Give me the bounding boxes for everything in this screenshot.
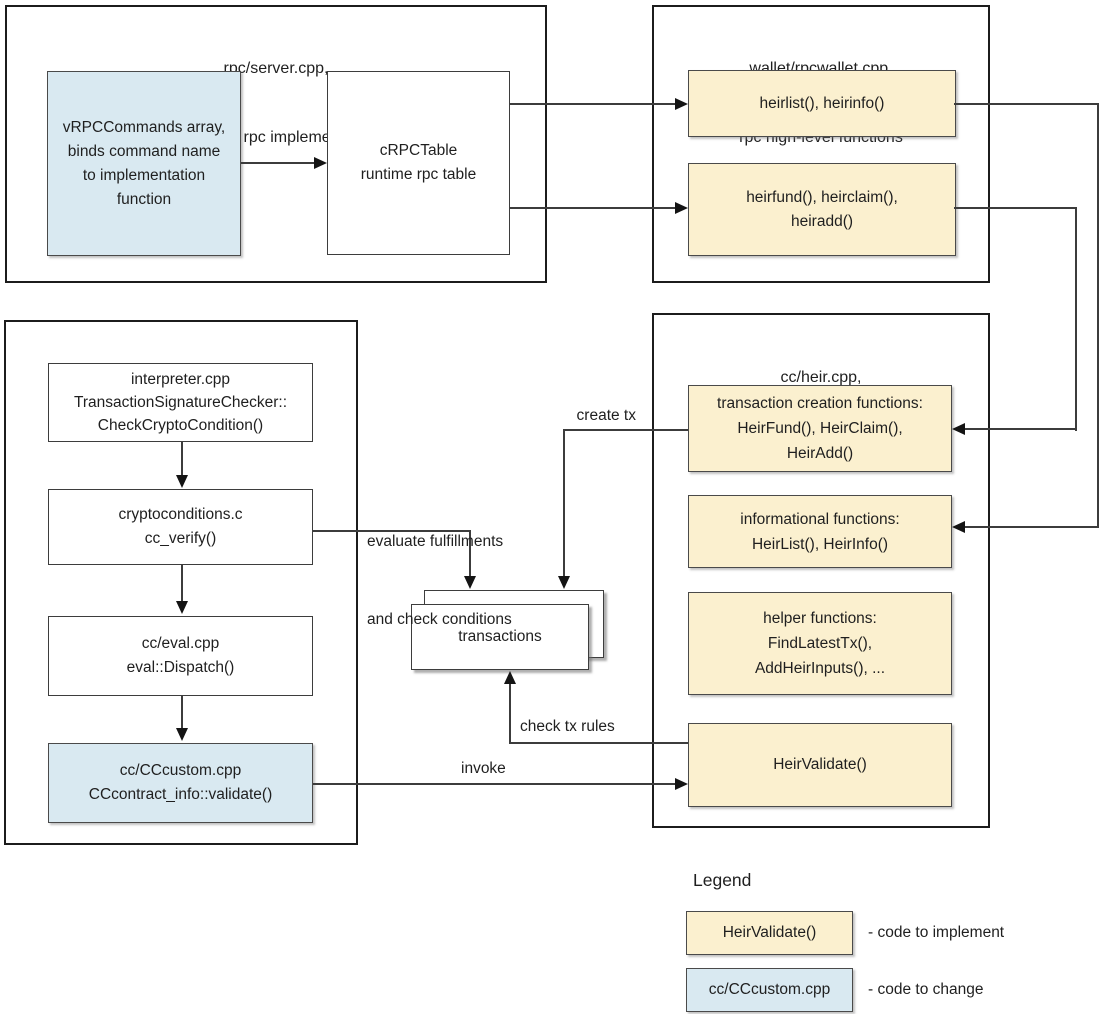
title-line: rpc/server.cpp, xyxy=(223,60,329,77)
edge-interpreter-to-crypto xyxy=(181,442,183,476)
tx-creation-functions-box: transaction creation functions: HeirFund… xyxy=(688,385,952,472)
box-text-line: eval::Dispatch() xyxy=(126,659,235,676)
edge-into-creation xyxy=(965,428,1076,430)
title-line: cc/heir.cpp, xyxy=(780,369,862,386)
evaluate-label: evaluate fulfillments and check conditio… xyxy=(367,477,512,685)
legend-implement-label: - code to implement xyxy=(868,924,1005,941)
edge-heirfund-down xyxy=(1075,207,1077,431)
arrowhead-right xyxy=(675,202,688,214)
legend-implement-swatch: HeirValidate() xyxy=(686,911,853,955)
heirlist-rpc-box: heirlist(), heirinfo() xyxy=(688,70,956,137)
arrowhead-down xyxy=(176,728,188,741)
legend-change-swatch: cc/CCcustom.cpp xyxy=(686,968,853,1012)
edge-into-informational xyxy=(965,526,1098,528)
box-text-line: cc/eval.cpp xyxy=(141,635,220,652)
box-text-line: FindLatestTx(), xyxy=(767,635,873,652)
box-text-line: heirfund(), heirclaim(), xyxy=(746,188,898,206)
edge-create-tx-h xyxy=(564,429,688,431)
box-text-line: cRPCTable xyxy=(379,142,458,159)
edge-crpctable-to-heirlist xyxy=(509,103,675,105)
box-text-line: transactions xyxy=(458,628,542,645)
box-text-line: TransactionSignatureChecker:: xyxy=(73,394,288,411)
edge-evaluate-v xyxy=(469,530,471,577)
edge-heirfund-out xyxy=(954,207,1077,209)
box-text-line: AddHeirInputs(), ... xyxy=(754,660,886,677)
transactions-stack-front: transactions xyxy=(411,604,589,670)
box-text-line: CCcontract_info::validate() xyxy=(88,786,273,803)
edge-check-tx-h xyxy=(510,742,688,744)
arrowhead-down xyxy=(176,475,188,488)
box-text-line: runtime rpc table xyxy=(360,166,477,183)
box-text-line: function xyxy=(116,190,172,208)
arrowhead-right xyxy=(675,98,688,110)
arrowhead-left xyxy=(952,423,965,435)
arrowhead-right xyxy=(314,157,327,169)
box-text-line: HeirFund(), HeirClaim(), xyxy=(737,420,903,437)
box-text-line: cryptoconditions.c xyxy=(118,506,243,523)
edge-eval-to-cccustom xyxy=(181,696,183,729)
box-text-line: cc_verify() xyxy=(144,530,217,547)
heirfund-rpc-box: heirfund(), heirclaim(), heiradd() xyxy=(688,163,956,256)
edge-label-line: evaluate fulfillments xyxy=(367,533,504,550)
box-text-line: informational functions: xyxy=(740,510,900,528)
cc-eval-box: cc/eval.cpp eval::Dispatch() xyxy=(48,616,313,696)
edge-heirlist-down xyxy=(1097,103,1099,528)
crpctable-box: cRPCTable runtime rpc table xyxy=(327,71,510,255)
box-text-line: vRPCCommands array, xyxy=(62,118,226,136)
edge-crpctable-to-heirfund xyxy=(509,207,675,209)
edge-invoke xyxy=(313,783,675,785)
helper-functions-box: helper functions: FindLatestTx(), AddHei… xyxy=(688,592,952,695)
arrowhead-right xyxy=(675,778,688,790)
create-tx-label: create tx xyxy=(576,407,636,424)
edge-label-line: and check conditions xyxy=(367,611,512,628)
box-text-line: heiradd() xyxy=(790,212,854,230)
edge-create-tx-v xyxy=(563,429,565,577)
cryptoconditions-box: cryptoconditions.c cc_verify() xyxy=(48,489,313,565)
box-text-line: to implementation xyxy=(82,166,206,184)
arrowhead-down xyxy=(176,601,188,614)
box-text-line: transaction creation functions: xyxy=(717,395,923,412)
edge-vrpc-to-crpctable xyxy=(241,162,314,164)
box-text-line: cc/CCcustom.cpp xyxy=(119,762,242,779)
box-text-line: cc/CCcustom.cpp xyxy=(708,981,831,998)
box-text-line: HeirAdd() xyxy=(786,445,854,462)
interpreter-box: interpreter.cpp TransactionSignatureChec… xyxy=(48,363,313,442)
legend-title: Legend xyxy=(693,870,752,890)
edge-check-tx-v xyxy=(509,684,511,744)
box-text-line: HeirValidate() xyxy=(773,756,867,773)
vrpccommands-box: vRPCCommands array, binds command name t… xyxy=(47,71,241,256)
box-text-line: HeirValidate() xyxy=(722,924,817,941)
arrowhead-down xyxy=(464,576,476,589)
box-text-line: heirlist(), heirinfo() xyxy=(759,94,885,112)
legend-change-label: - code to change xyxy=(868,981,984,998)
box-text-line: helper functions: xyxy=(763,610,877,627)
arrowhead-left xyxy=(952,521,965,533)
arrowhead-down xyxy=(558,576,570,589)
edge-crypto-to-eval xyxy=(181,565,183,602)
box-text-line: CheckCryptoCondition() xyxy=(97,417,264,434)
check-tx-rules-label: check tx rules xyxy=(520,718,615,735)
edge-evaluate-h xyxy=(313,530,470,532)
box-text-line: HeirList(), HeirInfo() xyxy=(751,535,889,553)
box-text-line: interpreter.cpp xyxy=(130,371,231,388)
informational-functions-box: informational functions: HeirList(), Hei… xyxy=(688,495,952,568)
invoke-label: invoke xyxy=(461,760,506,777)
box-text-line: binds command name xyxy=(67,142,221,160)
cccustom-box: cc/CCcustom.cpp CCcontract_info::validat… xyxy=(48,743,313,823)
arrowhead-up xyxy=(504,671,516,684)
heirvalidate-box: HeirValidate() xyxy=(688,723,952,807)
edge-heirlist-out xyxy=(954,103,1099,105)
